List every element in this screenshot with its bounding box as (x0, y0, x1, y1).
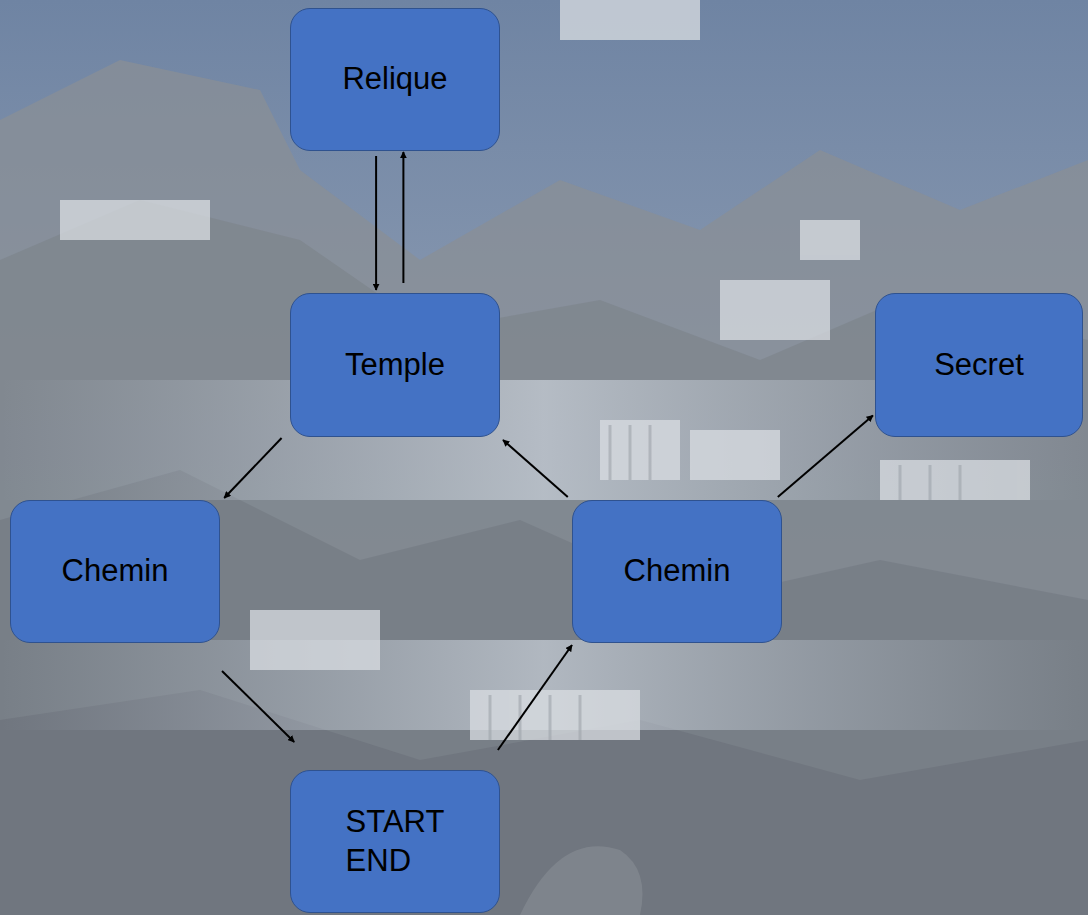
box-label: START (346, 803, 445, 842)
process-box: Secret (875, 293, 1083, 437)
arrow-connector (503, 440, 568, 497)
box-label: Relique (342, 60, 447, 99)
box-text-group: Chemin (624, 552, 731, 591)
box-text-group: Chemin (62, 552, 169, 591)
process-box: Temple (290, 293, 500, 437)
box-text-group: STARTEND (346, 803, 445, 881)
process-box: Chemin (572, 500, 782, 643)
arrow-connector (778, 415, 873, 497)
box-label: Chemin (62, 552, 169, 591)
box-label: Chemin (624, 552, 731, 591)
arrow-connector (222, 671, 294, 742)
arrow-connector (224, 438, 281, 498)
process-box: Relique (290, 8, 500, 151)
box-text-group: Temple (345, 346, 445, 385)
process-box: STARTEND (290, 770, 500, 913)
box-label: END (346, 842, 411, 881)
process-box: Chemin (10, 500, 220, 643)
box-label: Secret (934, 346, 1024, 385)
arrow-connector (402, 152, 404, 283)
box-text-group: Relique (342, 60, 447, 99)
box-text-group: Secret (934, 346, 1024, 385)
box-label: Temple (345, 346, 445, 385)
arrow-connector (375, 156, 377, 290)
arrow-connector (498, 645, 572, 750)
